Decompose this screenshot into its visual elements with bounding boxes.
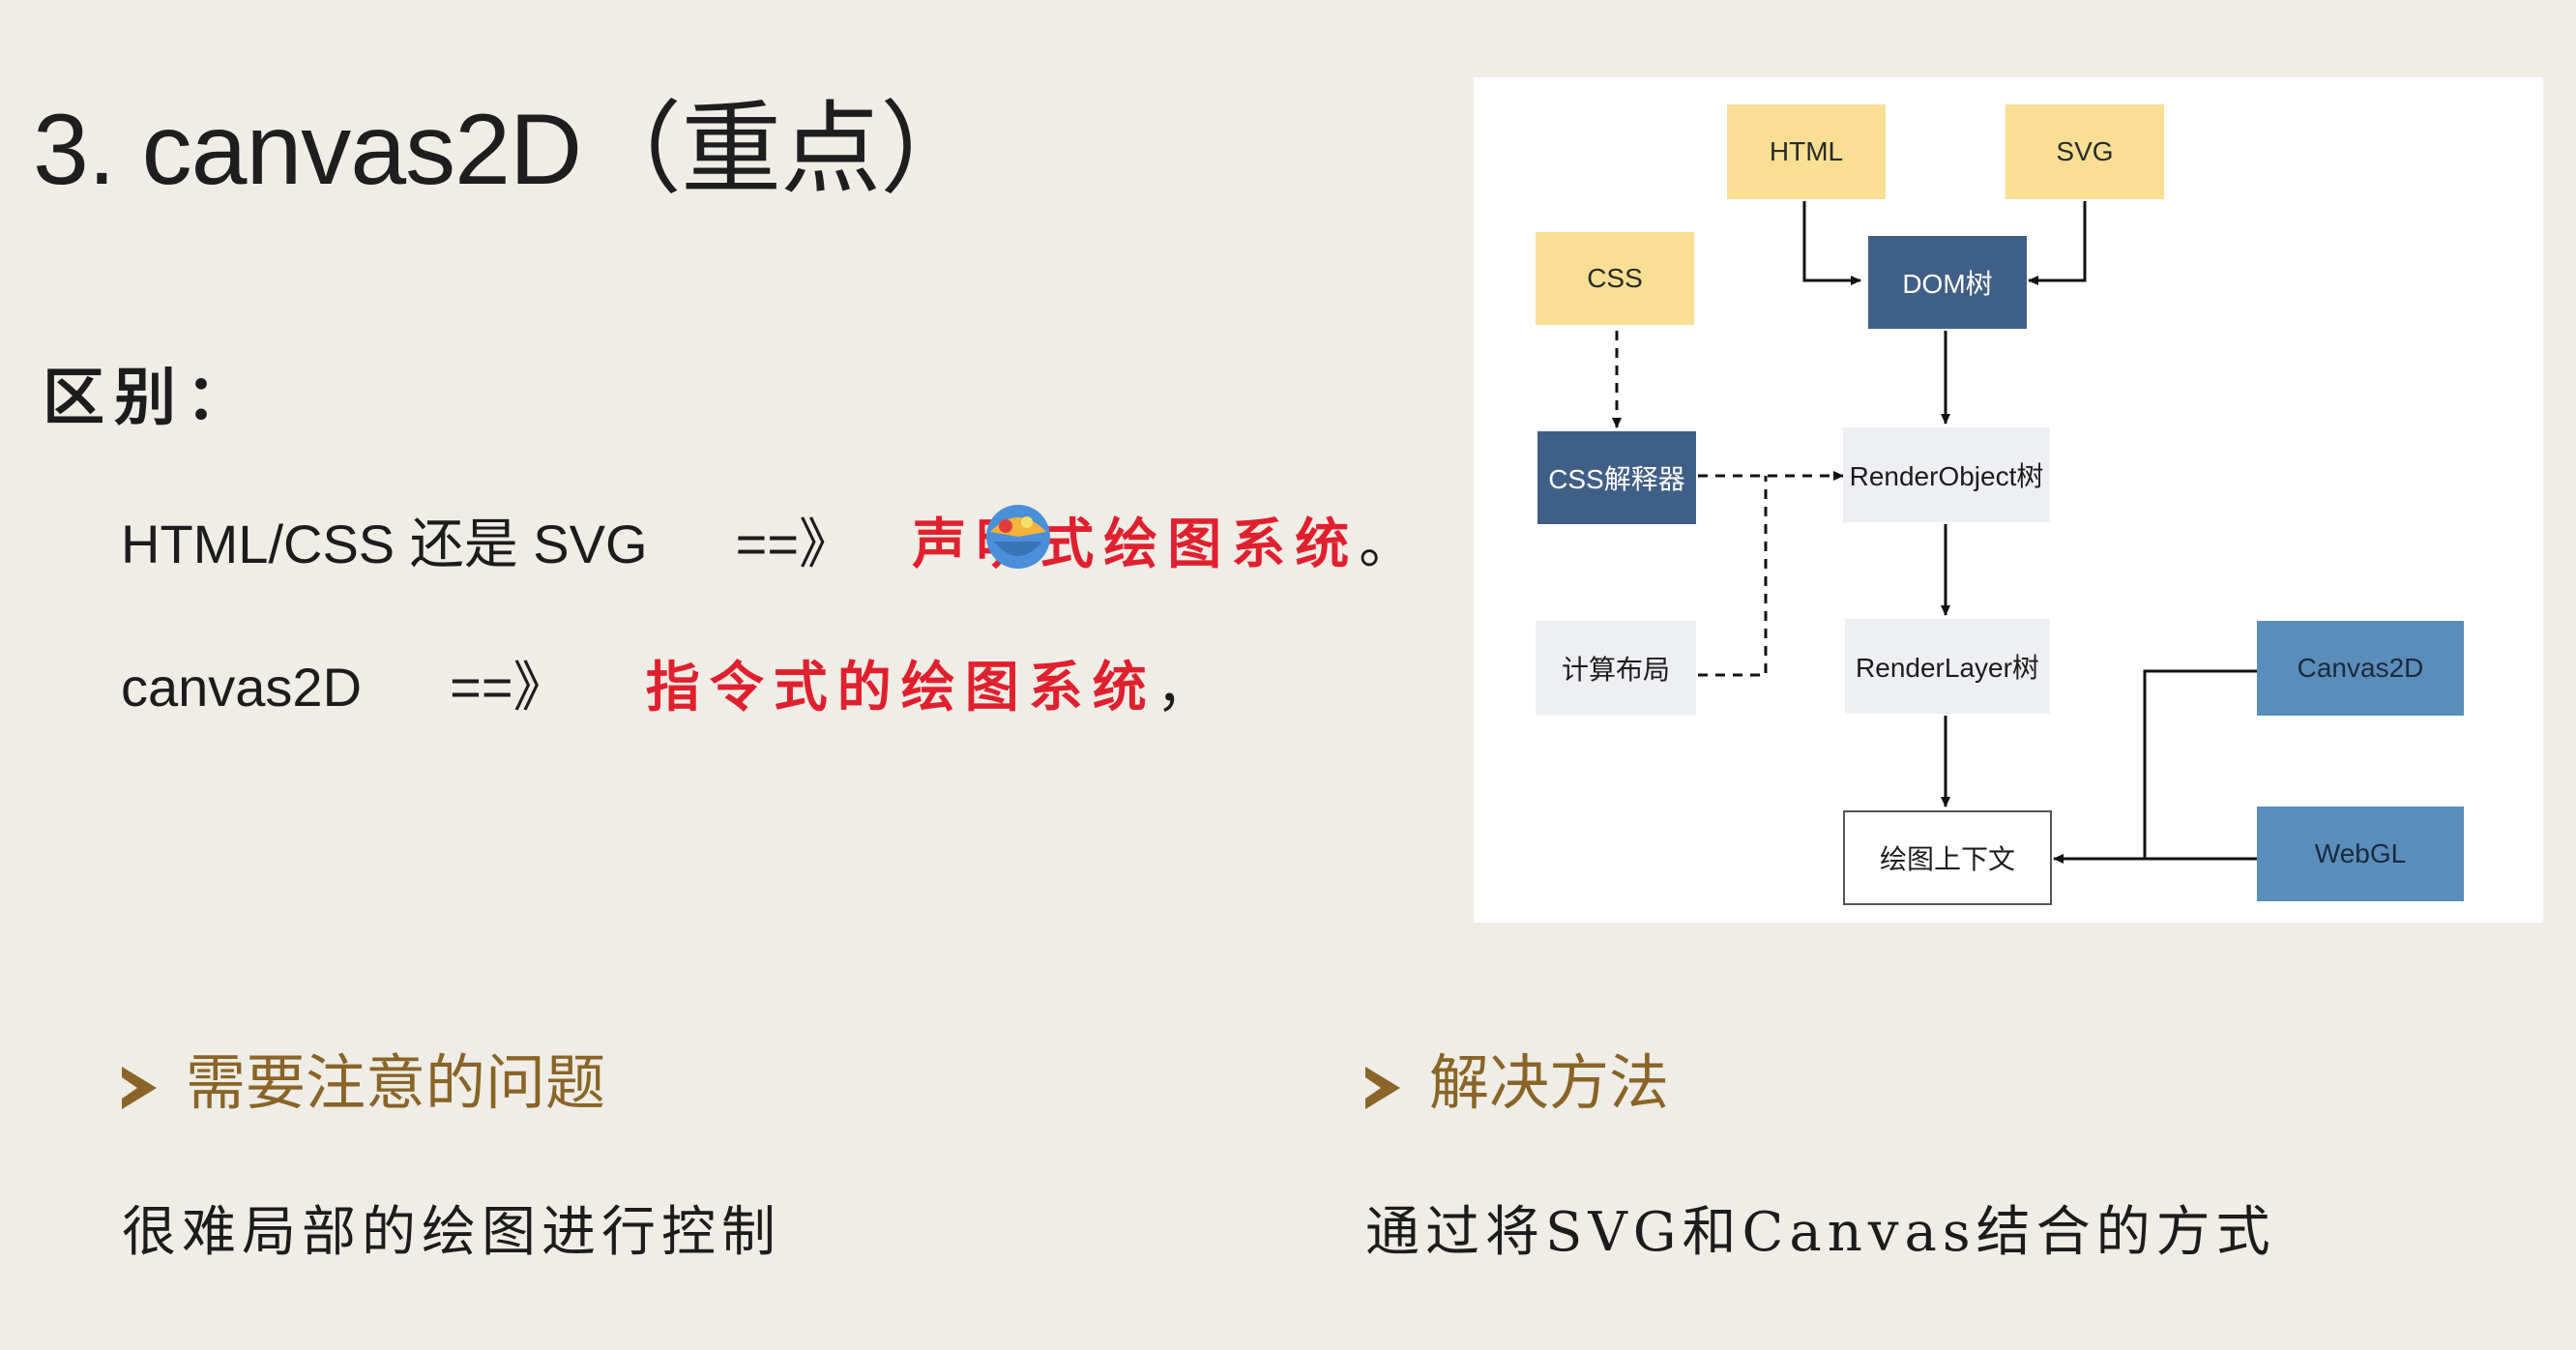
connector-canvas2d-context — [2143, 669, 2257, 859]
connector-layout-renderobject — [1698, 476, 1768, 677]
row-end-punct: 。 — [1359, 514, 1414, 574]
row-subject: HTML/CSS 还是 SVG — [121, 514, 648, 574]
node-compute-layout: 计算布局 — [1536, 621, 1696, 716]
triangle-bullet-icon — [122, 1067, 157, 1109]
node-drawing-context: 绘图上下文 — [1843, 810, 2052, 905]
section-problem-title: 需要注意的问题 — [122, 1044, 605, 1122]
node-html: HTML — [1727, 104, 1886, 199]
difference-label: 区别： — [43, 362, 257, 434]
section-solution-text: 通过将SVG和Canvas结合的方式 — [1365, 1201, 2276, 1264]
rendering-pipeline-diagram: HTML SVG CSS DOM树 CSS解释器 RenderObject树 计… — [1474, 77, 2543, 923]
arrow-symbol: ==》 — [735, 514, 854, 574]
emoji-sticker-icon — [984, 503, 1052, 571]
page-title: 3. canvas2D（重点） — [33, 94, 981, 206]
triangle-bullet-icon — [1365, 1067, 1400, 1109]
connector-svg-dom — [2028, 201, 2087, 285]
comparison-row-declarative: HTML/CSS 还是 SVG ==》 声明式绘图系统。 — [121, 511, 1413, 578]
node-css-parser: CSS解释器 — [1537, 431, 1696, 524]
section-problem-text: 很难局部的绘图进行控制 — [122, 1201, 781, 1264]
section-solution-label: 解决方法 — [1429, 1047, 1670, 1118]
node-dom-tree: DOM树 — [1868, 236, 2027, 329]
section-problem-label: 需要注意的问题 — [186, 1047, 606, 1118]
section-solution-title: 解决方法 — [1365, 1044, 1669, 1122]
diagram-connectors — [1612, 201, 2257, 864]
row-subject: canvas2D — [121, 657, 363, 718]
row-highlight: 声明式绘图系统 — [912, 513, 1360, 576]
node-renderobject-tree: RenderObject树 — [1843, 427, 2050, 522]
node-renderlayer-tree: RenderLayer树 — [1845, 619, 2050, 714]
row-end-punct: ， — [1156, 657, 1211, 718]
node-css: CSS — [1536, 232, 1694, 325]
connector-html-dom — [1802, 201, 1861, 285]
row-highlight: 指令式的绘图系统 — [645, 656, 1156, 719]
node-canvas2d: Canvas2D — [2257, 621, 2464, 716]
comparison-row-imperative: canvas2D ==》 指令式的绘图系统， — [121, 654, 1211, 721]
node-webgl: WebGL — [2257, 807, 2464, 901]
node-svg: SVG — [2005, 104, 2164, 199]
arrow-symbol: ==》 — [450, 657, 568, 718]
